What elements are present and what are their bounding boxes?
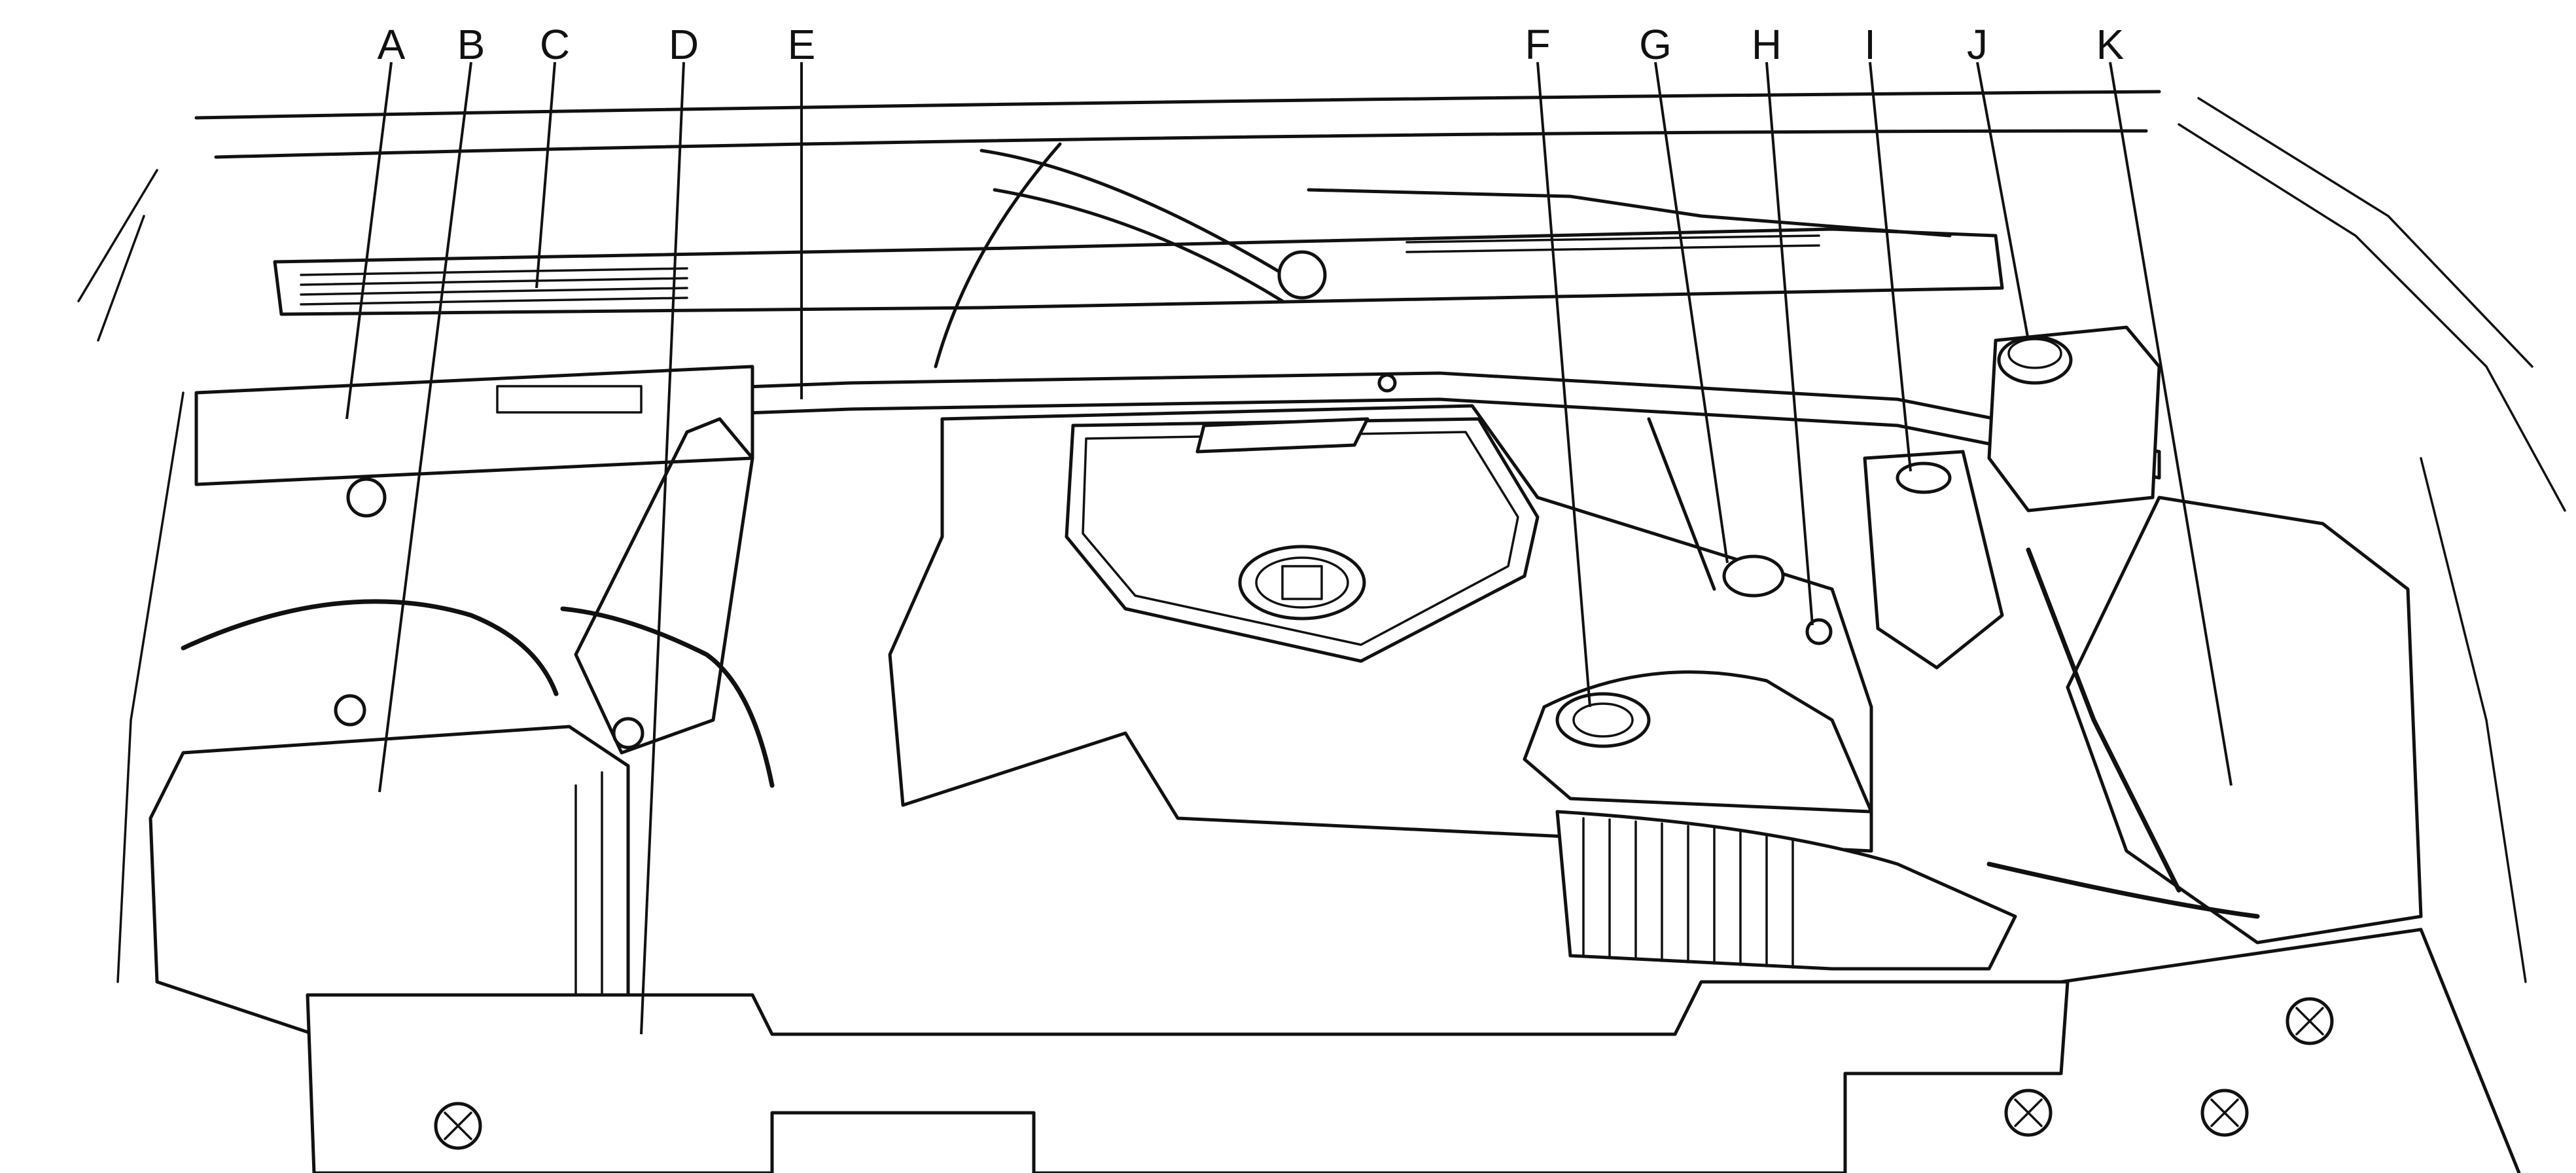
callout-B: B (457, 21, 485, 68)
leader-D (640, 62, 685, 1035)
leader-G (1654, 62, 1729, 564)
callout-A: A (378, 21, 406, 68)
callout-I: I (1864, 21, 1876, 68)
callout-F: F (1525, 21, 1550, 68)
callout-E: E (788, 21, 816, 68)
leader-B (378, 62, 472, 793)
callout-leaders (345, 62, 2232, 1035)
callout-C: C (540, 21, 570, 68)
left-side-components (149, 365, 775, 1036)
leader-I (1869, 62, 1912, 472)
leader-C (535, 62, 556, 289)
leader-K (2109, 62, 2232, 786)
cowl-grille (273, 142, 2004, 369)
callout-labels: A B C D E F G H I J K (378, 21, 2125, 68)
callout-G: G (1639, 21, 1672, 68)
callout-H: H (1752, 21, 1782, 68)
right-side-components (1523, 325, 2423, 971)
callout-D: D (669, 21, 699, 68)
radiator-support (306, 928, 2521, 1173)
callout-J: J (1967, 21, 1988, 68)
leader-F (1536, 62, 1591, 708)
leader-H (1765, 62, 1814, 626)
callout-K: K (2096, 21, 2125, 68)
leader-A (345, 62, 393, 420)
leader-J (1976, 62, 2030, 341)
